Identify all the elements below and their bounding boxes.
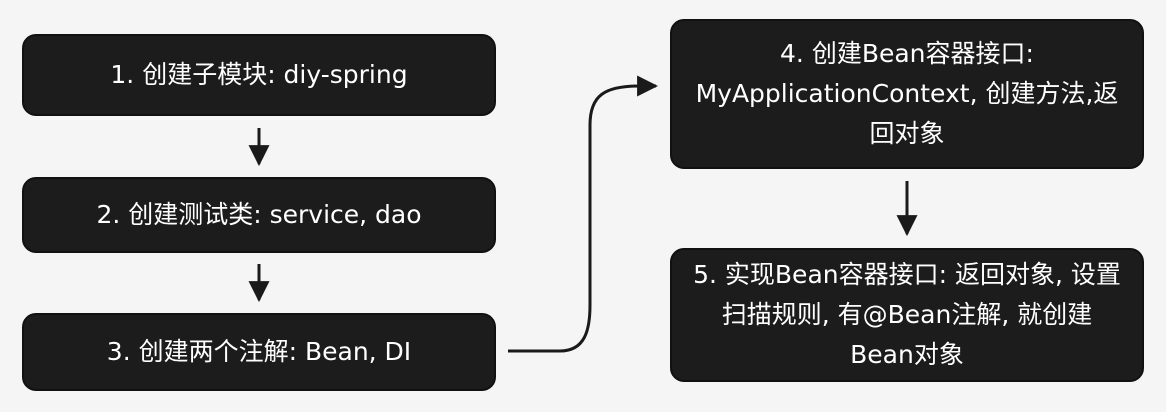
step-3-node: 3. 创建两个注解: Bean, DI — [22, 313, 496, 391]
step-5-node: 5. 实现Bean容器接口: 返回对象, 设置扫描规则, 有@Bean注解, 就… — [670, 248, 1144, 382]
edge-n3-n4 — [508, 75, 659, 353]
step-2-node: 2. 创建测试类: service, dao — [22, 177, 496, 253]
step-1-label: 1. 创建子模块: diy-spring — [110, 60, 408, 89]
step-2-label: 2. 创建测试类: service, dao — [96, 200, 422, 229]
step-4-label: 4. 创建Bean容器接口: MyApplicationContext, 创建方… — [695, 39, 1119, 148]
step-4-node: 4. 创建Bean容器接口: MyApplicationContext, 创建方… — [670, 19, 1144, 169]
step-5-label: 5. 实现Bean容器接口: 返回对象, 设置扫描规则, 有@Bean注解, 就… — [693, 260, 1121, 369]
step-3-label: 3. 创建两个注解: Bean, DI — [106, 337, 412, 366]
step-1-node: 1. 创建子模块: diy-spring — [22, 34, 496, 116]
